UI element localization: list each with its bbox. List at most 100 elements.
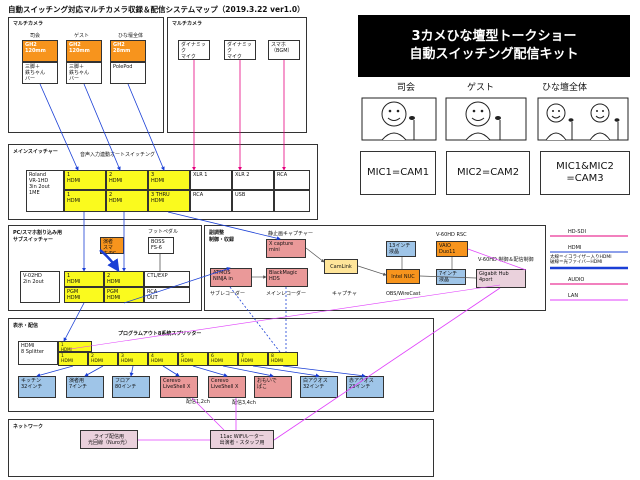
atmos-ninja-box: ATMOS NINJA in bbox=[210, 268, 252, 287]
legend-lan: LAN bbox=[568, 293, 579, 299]
splitter-port-1: 1 HDMI bbox=[58, 352, 88, 366]
cam1-box: GH2 120mm bbox=[22, 40, 58, 62]
vr1hd-out-1: 1 HDMI bbox=[64, 190, 106, 212]
wifi-router-box: 11ac WiFiルーター 出演者・スタッフ用 bbox=[210, 430, 274, 449]
section-capture bbox=[204, 225, 546, 311]
mount3-box: PolePod bbox=[110, 62, 146, 84]
host-figure bbox=[361, 97, 437, 141]
banner-line2: 自動スイッチング配信キット bbox=[409, 47, 579, 62]
vr1hd-rca-out: RCA bbox=[190, 190, 232, 212]
mount2-box: 三脚＋ 鉄ちゃん バー bbox=[66, 62, 102, 84]
multicam-label: マルチカメラ bbox=[13, 21, 44, 27]
main-recorder-label: メインレコーダー bbox=[266, 291, 307, 297]
stream-note-2: 配信3,4ch bbox=[232, 400, 256, 406]
role-all-label: ひな壇全体 bbox=[542, 83, 588, 93]
vr1hd-out-3: 3 THRU HDMI bbox=[148, 190, 190, 212]
vr1hd-in-1: 1 HDMI bbox=[64, 170, 106, 190]
cam2-box: GH2 120mm bbox=[66, 40, 102, 62]
vr1hd-rca-in: RCA bbox=[274, 170, 310, 190]
presenter-pc-box: 演者 スマホ/PC bbox=[100, 237, 124, 254]
vr1hd-device: Roland VR-1HD 3in 2out 1ME bbox=[26, 170, 64, 212]
vr1hd-usb: USB bbox=[232, 190, 274, 212]
splitter-port-4: 4 HDMI bbox=[148, 352, 178, 366]
mic-dynamic-2: ダイナミック マイク bbox=[224, 40, 256, 60]
auto-switch-note: 音声入力連動オートスイッチング bbox=[80, 152, 156, 158]
display-output-5: Cerevo LiveShell X bbox=[208, 376, 246, 398]
all-figures bbox=[537, 97, 629, 141]
vr1hd-out-2: 2 HDMI bbox=[106, 190, 148, 212]
vaio-box: VAIO Duo11 bbox=[436, 241, 468, 257]
display-output-7: 白アクオス 32インチ bbox=[300, 376, 338, 398]
xcapture-box: X capture mini bbox=[266, 239, 306, 258]
v02hd-rca-out: RCA OUT bbox=[144, 287, 190, 303]
banner-line1: 3カメひな壇型トークショー bbox=[411, 29, 577, 44]
v02hd-device: V-02HD 2in 2out bbox=[20, 271, 60, 303]
cam2-role: ゲスト bbox=[74, 33, 90, 39]
banner: 3カメひな壇型トークショー 自動スイッチング配信キット bbox=[358, 15, 630, 77]
boss-fs6-box: BOSS FS-6 bbox=[148, 237, 174, 254]
capture-caption: キャプチャ bbox=[332, 291, 357, 297]
sub-recorder-label: サブレコーダー bbox=[210, 291, 246, 297]
display-output-2: 演者用 7インチ bbox=[66, 376, 104, 398]
vr1hd-in-3: 3 HDMI bbox=[148, 170, 190, 190]
role-host-label: 司会 bbox=[397, 83, 416, 93]
lcd7-box: 7インチ 液晶 bbox=[436, 269, 466, 285]
v02hd-pgm-1: PGM HDMI bbox=[64, 287, 104, 303]
camlink-box: CamLink bbox=[324, 259, 358, 274]
footpedal-label: フットペダル bbox=[148, 229, 179, 235]
cam1-role: 司会 bbox=[30, 33, 41, 39]
vr1hd-blank bbox=[274, 190, 310, 212]
v02hd-ctl: CTL/EXP bbox=[144, 271, 190, 287]
legend-hdsdi: HD-SDI bbox=[568, 229, 586, 235]
v02hd-in-2: 2 HDMI bbox=[104, 271, 144, 287]
mic3-box: MIC1&MIC2 =CAM3 bbox=[540, 151, 630, 195]
vr1hd-xlr1: XLR 1 bbox=[190, 170, 232, 190]
gigabit-hub-box: Gigabit Hub 4port bbox=[476, 269, 526, 288]
mic-smartphone: スマホ （BGM） bbox=[268, 40, 300, 60]
stream-note-1: 配信1,2ch bbox=[186, 399, 210, 405]
v60-control-label: V-60HD 制御＆配信制御 bbox=[478, 257, 534, 263]
splitter-port-5: 5 HDMI bbox=[178, 352, 208, 366]
mic-dynamic-1: ダイナミック マイク bbox=[178, 40, 210, 60]
obs-label: OBS/WireCast bbox=[386, 291, 421, 297]
splitter-port-8: 8 HDMI bbox=[268, 352, 298, 366]
intel-nuc-box: Intel NUC bbox=[386, 269, 420, 284]
mic1-label: MIC1=CAM1 bbox=[366, 167, 430, 178]
role-guest-label: ゲスト bbox=[467, 83, 495, 93]
cam3-role: ひな壇全体 bbox=[118, 33, 144, 39]
capture-label: 副調整 制御・収録 bbox=[209, 230, 235, 243]
legend-lines bbox=[550, 235, 628, 301]
splitter-device: HDMI 8 Splitter bbox=[18, 341, 58, 365]
blackmagic-box: BlackMagic HDS bbox=[266, 268, 308, 287]
splitter-port-6: 6 HDMI bbox=[208, 352, 238, 366]
vr1hd-in-2: 2 HDMI bbox=[106, 170, 148, 190]
display-output-1: キッチン 32インチ bbox=[18, 376, 56, 398]
mic2-box: MIC2=CAM2 bbox=[446, 151, 530, 195]
legend-hdmi-types: 太線＝イコライザー入りHDMI 破線＝光ファイバーHDMI bbox=[550, 255, 612, 266]
sub-switcher-label: PC/スマホ割り込み用 サブスイッチャー bbox=[13, 230, 63, 243]
lcd13-box: 13インチ 液晶 bbox=[386, 241, 416, 257]
legend-audio: AUDIO bbox=[568, 277, 585, 283]
page-title: 自動スイッチング対応マルチカメラ収録＆配信システムマップ（2019.3.22 v… bbox=[8, 5, 305, 14]
v02hd-in-1: 1 HDMI bbox=[64, 271, 104, 287]
still-capture-label: 静止画キャプチャー bbox=[268, 231, 313, 237]
fiber-router-box: ライブ配信用 光回線（Nuro光） bbox=[80, 430, 138, 449]
multimic-label: マルチカメラ bbox=[172, 21, 203, 27]
splitter-port-7: 7 HDMI bbox=[238, 352, 268, 366]
display-output-8: 赤アクオス 23インチ bbox=[346, 376, 384, 398]
section-multimic bbox=[167, 17, 307, 133]
cam3-box: GH2 28mm bbox=[110, 40, 146, 62]
mic1-box: MIC1=CAM1 bbox=[360, 151, 436, 195]
guest-figure bbox=[445, 97, 527, 141]
splitter-port-3: 3 HDMI bbox=[118, 352, 148, 366]
main-switcher-label: メインスイッチャー bbox=[13, 149, 58, 155]
splitter-in-1: 1 HDMI bbox=[58, 341, 92, 352]
mic2-label: MIC2=CAM2 bbox=[456, 167, 520, 178]
display-output-6: おもいで ぱこ bbox=[254, 376, 292, 398]
network-label: ネットワーク bbox=[13, 424, 44, 430]
splitter-port-2: 2 HDMI bbox=[88, 352, 118, 366]
display-output-3: フロア 80インチ bbox=[112, 376, 150, 398]
display-output-4: Cerevo LiveShell X bbox=[160, 376, 198, 398]
v60-rsc-label: V-60HD RSC bbox=[436, 232, 467, 238]
legend: HD-SDI HDMI 太線＝イコライザー入りHDMI 破線＝光ファイバーHDM… bbox=[548, 228, 634, 312]
